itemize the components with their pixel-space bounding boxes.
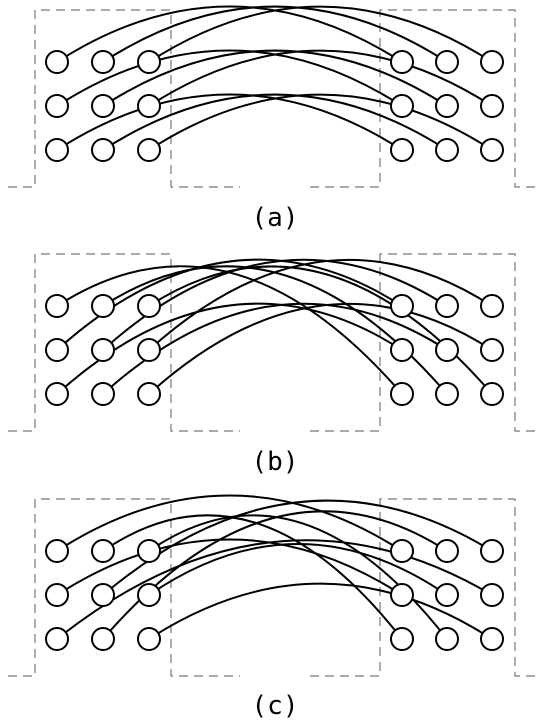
winding-connection-a-8 xyxy=(102,93,448,151)
conductor-a-r1-c3 xyxy=(137,50,161,74)
conductor-b-r2-c6 xyxy=(480,338,504,362)
conductor-c-r3-c6 xyxy=(480,627,504,651)
conductor-c-r2-c4 xyxy=(390,583,414,607)
conductor-b-r3-c1 xyxy=(45,382,69,406)
conductor-c-r3-c1 xyxy=(45,627,69,651)
conductor-c-r2-c2 xyxy=(91,583,115,607)
winding-connection-a-7 xyxy=(56,93,403,151)
conductor-a-r2-c1 xyxy=(45,94,69,118)
conductor-b-r1-c6 xyxy=(480,294,504,318)
winding-connection-a-2 xyxy=(102,5,448,63)
conductor-b-r2-c2 xyxy=(91,338,115,362)
conductor-b-r2-c1 xyxy=(45,338,69,362)
conductor-b-r1-c3 xyxy=(137,294,161,318)
winding-connection-c-1 xyxy=(56,494,403,552)
conductor-c-r1-c4 xyxy=(390,539,414,563)
conductor-a-r2-c3 xyxy=(137,94,161,118)
winding-connection-c-2 xyxy=(102,514,403,640)
conductor-a-r3-c2 xyxy=(91,138,115,162)
conductor-c-r2-c3 xyxy=(137,583,161,607)
conductor-a-r1-c2 xyxy=(91,50,115,74)
winding-connection-a-4 xyxy=(56,49,403,107)
conductor-c-r2-c6 xyxy=(480,583,504,607)
panel-label-a: (a) xyxy=(252,203,299,233)
panel-label-c: (c) xyxy=(252,691,299,721)
conductor-c-r3-c3 xyxy=(137,627,161,651)
conductor-a-r1-c1 xyxy=(45,50,69,74)
conductor-a-r3-c1 xyxy=(45,138,69,162)
conductor-c-r2-c5 xyxy=(435,583,459,607)
conductor-b-r3-c5 xyxy=(435,382,459,406)
winding-connection-c-9 xyxy=(148,582,493,640)
conductor-b-r3-c3 xyxy=(137,382,161,406)
conductor-b-r2-c3 xyxy=(137,338,161,362)
conductor-a-r3-c3 xyxy=(137,138,161,162)
conductor-a-r3-c6 xyxy=(480,138,504,162)
conductor-a-r2-c5 xyxy=(435,94,459,118)
slot-outline-a xyxy=(8,9,540,188)
winding-connection-b-2 xyxy=(102,265,448,395)
conductor-a-r2-c2 xyxy=(91,94,115,118)
conductor-b-r1-c2 xyxy=(91,294,115,318)
panel-label-b: (b) xyxy=(252,447,299,477)
winding-connection-c-7 xyxy=(56,539,493,640)
conductor-c-r1-c6 xyxy=(480,539,504,563)
slot-outline-b xyxy=(8,253,540,432)
conductor-c-r1-c2 xyxy=(91,539,115,563)
conductor-a-r2-c4 xyxy=(390,94,414,118)
winding-connection-a-5 xyxy=(102,49,448,107)
conductor-b-r1-c5 xyxy=(435,294,459,318)
winding-connection-a-3 xyxy=(148,5,493,63)
conductor-b-r1-c4 xyxy=(390,294,414,318)
winding-connection-a-1 xyxy=(56,5,403,63)
conductor-b-r2-c5 xyxy=(435,338,459,362)
conductor-b-r3-c4 xyxy=(390,382,414,406)
conductor-a-r3-c5 xyxy=(435,138,459,162)
conductor-c-r1-c3 xyxy=(137,539,161,563)
conductor-c-r3-c2 xyxy=(91,627,115,651)
conductor-b-r3-c2 xyxy=(91,382,115,406)
winding-connection-c-6 xyxy=(148,543,448,596)
conductor-a-r1-c5 xyxy=(435,50,459,74)
winding-connection-b-9 xyxy=(148,302,493,395)
conductor-b-r2-c4 xyxy=(390,338,414,362)
slot-outline-c xyxy=(8,498,540,677)
conductor-c-r2-c1 xyxy=(45,583,69,607)
winding-connection-a-6 xyxy=(148,49,493,107)
winding-connection-a-9 xyxy=(148,93,493,151)
winding-connection-b-1 xyxy=(56,265,403,395)
conductor-c-r1-c5 xyxy=(435,539,459,563)
conductor-c-r1-c1 xyxy=(45,539,69,563)
winding-connection-b-3 xyxy=(148,265,493,395)
conductor-a-r1-c4 xyxy=(390,50,414,74)
conductor-a-r3-c4 xyxy=(390,138,414,162)
conductor-a-r2-c6 xyxy=(480,94,504,118)
winding-connection-c-4 xyxy=(56,538,403,596)
conductor-b-r1-c1 xyxy=(45,294,69,318)
conductor-b-r3-c6 xyxy=(480,382,504,406)
conductor-c-r3-c5 xyxy=(435,627,459,651)
conductor-a-r1-c6 xyxy=(480,50,504,74)
conductor-c-r3-c4 xyxy=(390,627,414,651)
